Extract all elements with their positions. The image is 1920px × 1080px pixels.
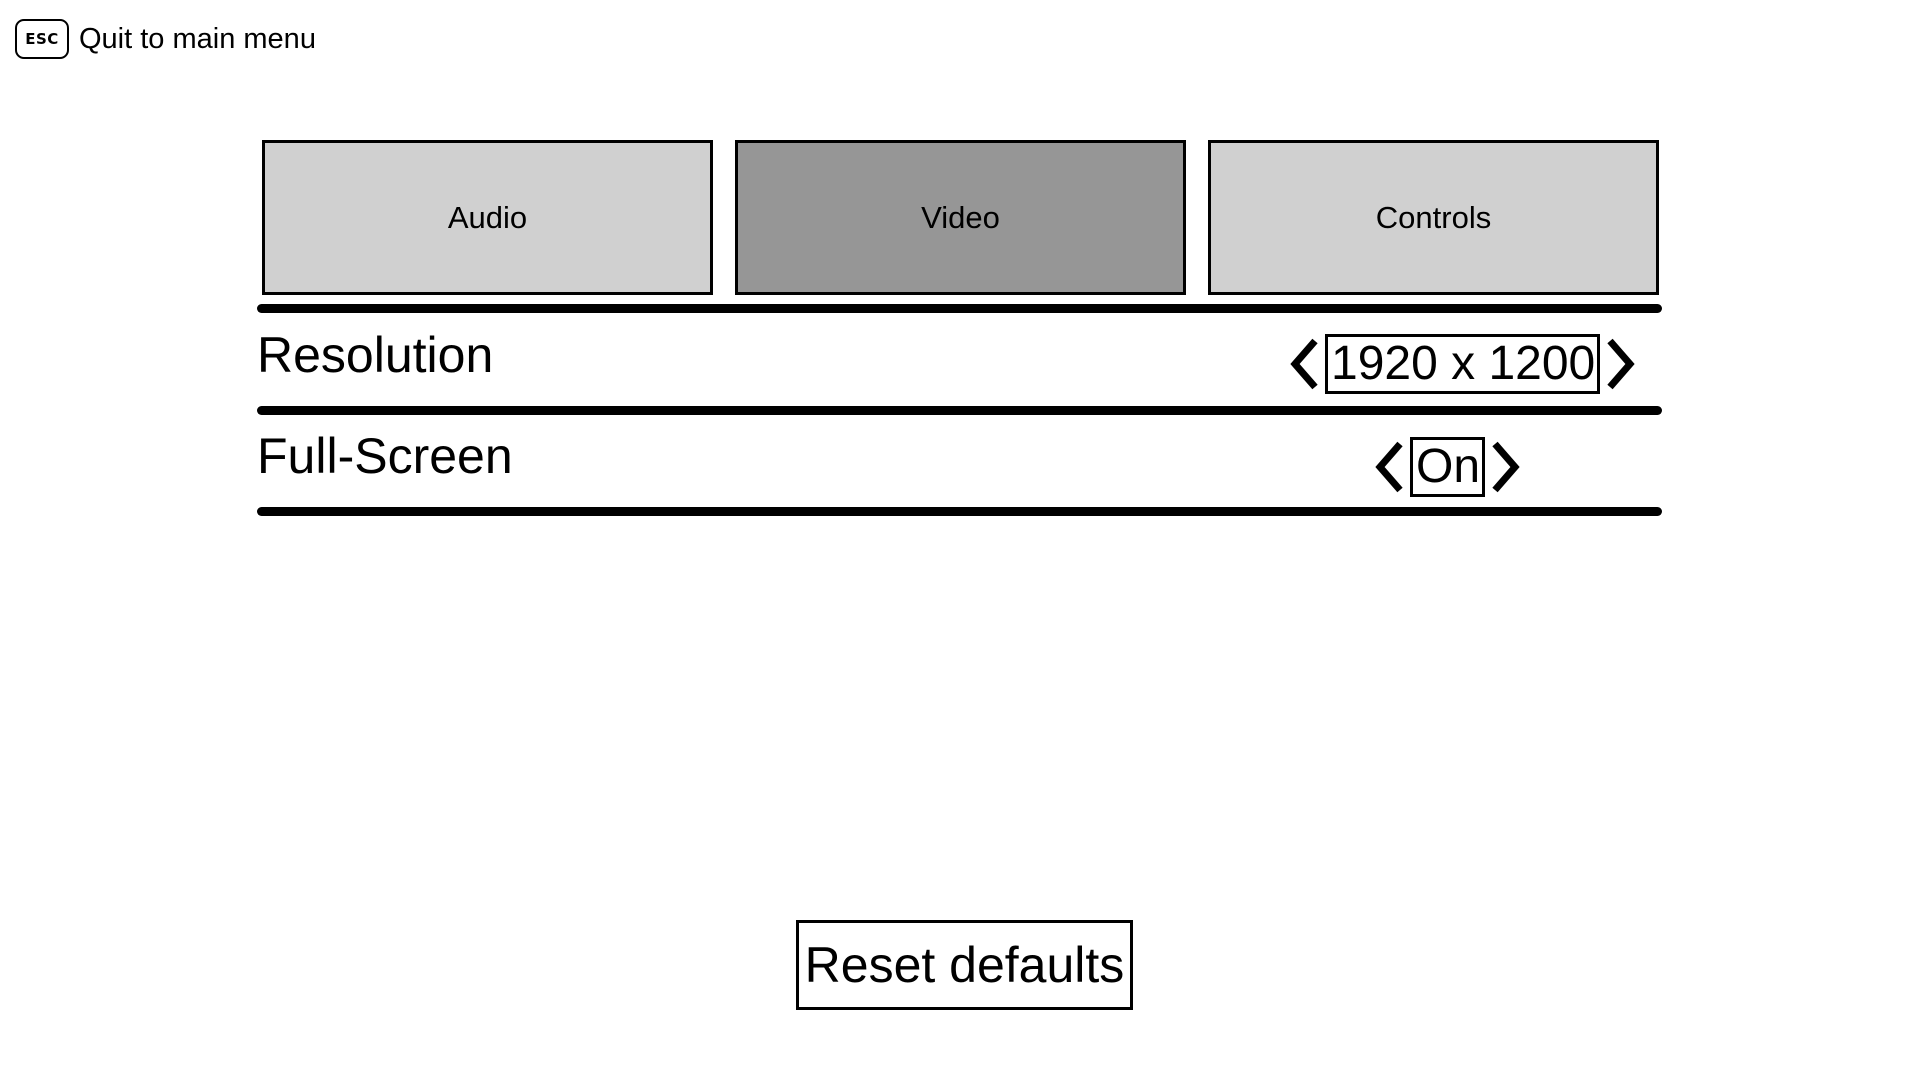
full-screen-value: On (1410, 437, 1486, 497)
resolution-value: 1920 x 1200 (1325, 334, 1601, 394)
resolution-prev-arrow-icon[interactable] (1285, 336, 1325, 392)
divider-top (257, 304, 1662, 313)
resolution-selector: 1920 x 1200 (1285, 334, 1640, 394)
full-screen-next-arrow-icon[interactable] (1485, 439, 1525, 495)
tab-video[interactable]: Video (735, 140, 1186, 295)
full-screen-label: Full-Screen (257, 428, 513, 484)
full-screen-selector: On (1370, 437, 1525, 497)
resolution-label: Resolution (257, 327, 494, 383)
quit-label: Quit to main menu (79, 23, 316, 55)
reset-defaults-button[interactable]: Reset defaults (796, 920, 1133, 1010)
settings-tabs: Audio Video Controls (262, 140, 1659, 295)
tab-audio[interactable]: Audio (262, 140, 713, 295)
tab-controls[interactable]: Controls (1208, 140, 1659, 295)
quit-to-main-menu[interactable]: ESC Quit to main menu (15, 19, 316, 59)
divider-bottom (257, 507, 1662, 516)
full-screen-prev-arrow-icon[interactable] (1370, 439, 1410, 495)
resolution-next-arrow-icon[interactable] (1600, 336, 1640, 392)
divider-middle (257, 406, 1662, 415)
esc-key-icon: ESC (15, 19, 69, 59)
